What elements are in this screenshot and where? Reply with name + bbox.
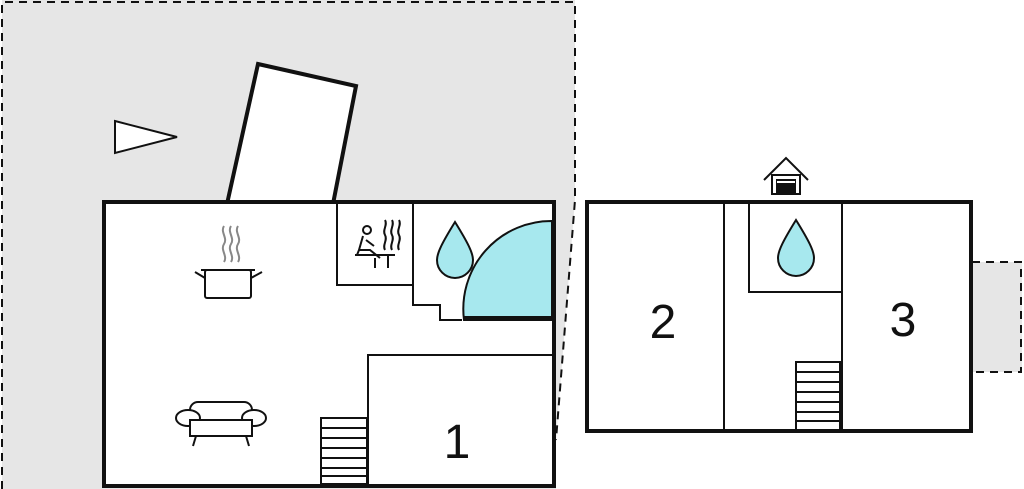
room-number-2: 2	[650, 296, 677, 349]
water-drop-icon	[776, 218, 816, 277]
water-drop-icon	[435, 220, 475, 279]
room-number-1: 1	[444, 416, 471, 469]
room-number-3: 3	[890, 294, 917, 347]
stairs-icon	[795, 361, 841, 431]
pool-icon	[462, 219, 553, 321]
building-right	[585, 200, 973, 433]
house-entrance-icon	[763, 156, 809, 195]
sofa-icon	[175, 401, 267, 447]
side-terrace	[972, 261, 1022, 373]
sauna-icon	[355, 219, 401, 268]
compass-arrow-icon	[114, 119, 178, 155]
cooking-pot-icon	[194, 269, 263, 299]
stairs-icon	[320, 417, 368, 485]
steam-icon	[221, 225, 241, 263]
